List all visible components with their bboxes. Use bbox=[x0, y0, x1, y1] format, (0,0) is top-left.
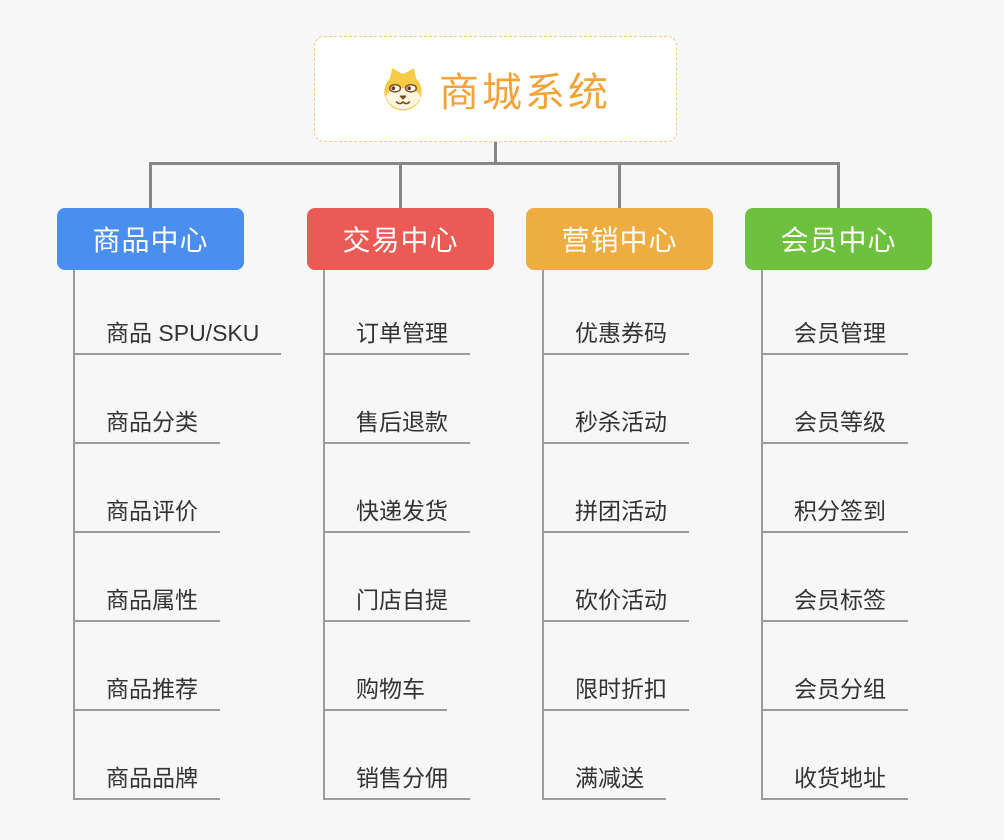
sub-topic-item[interactable]: 商品评价 bbox=[73, 491, 220, 533]
sub-topic-item[interactable]: 会员等级 bbox=[761, 402, 908, 444]
connector-drop-product bbox=[149, 162, 152, 208]
connector-drop-marketing bbox=[618, 162, 621, 208]
sub-topic-item[interactable]: 商品 SPU/SKU bbox=[73, 313, 282, 355]
branch-column-member-center: 会员中心 会员管理 会员等级 积分签到 会员标签 会员分组 收货地址 bbox=[745, 208, 1004, 808]
sub-topic-item[interactable]: 限时折扣 bbox=[542, 669, 689, 711]
branch-node-trade-center[interactable]: 交易中心 bbox=[307, 208, 494, 270]
branch-column-marketing-center: 营销中心 优惠券码 秒杀活动 拼团活动 砍价活动 限时折扣 满减送 bbox=[526, 208, 786, 808]
sub-topic-item[interactable]: 商品分类 bbox=[73, 402, 220, 444]
connector-root-stem bbox=[494, 142, 497, 165]
branch-spine bbox=[761, 270, 763, 800]
sub-topic-item[interactable]: 会员标签 bbox=[761, 580, 908, 622]
connector-horizontal-bus bbox=[149, 162, 840, 165]
branch-column-product-center: 商品中心 商品 SPU/SKU 商品分类 商品评价 商品属性 商品推荐 商品品牌 bbox=[57, 208, 317, 808]
sub-topic-item[interactable]: 砍价活动 bbox=[542, 580, 689, 622]
sub-topic-item[interactable]: 商品品牌 bbox=[73, 758, 220, 800]
sub-topic-item[interactable]: 订单管理 bbox=[323, 313, 470, 355]
sub-topic-item[interactable]: 售后退款 bbox=[323, 402, 470, 444]
sub-topic-item[interactable]: 秒杀活动 bbox=[542, 402, 689, 444]
sub-topic-item[interactable]: 销售分佣 bbox=[323, 758, 470, 800]
connector-drop-member bbox=[837, 162, 840, 208]
sub-topic-item[interactable]: 会员分组 bbox=[761, 669, 908, 711]
shiba-dog-icon bbox=[384, 68, 422, 111]
branch-node-member-center[interactable]: 会员中心 bbox=[745, 208, 932, 270]
sub-topic-item[interactable]: 拼团活动 bbox=[542, 491, 689, 533]
sub-topic-item[interactable]: 收货地址 bbox=[761, 758, 908, 800]
sub-topic-item[interactable]: 会员管理 bbox=[761, 313, 908, 355]
sub-topic-item[interactable]: 快递发货 bbox=[323, 491, 470, 533]
sub-topic-item[interactable]: 优惠券码 bbox=[542, 313, 689, 355]
sub-topic-item[interactable]: 积分签到 bbox=[761, 491, 908, 533]
branch-node-product-center[interactable]: 商品中心 bbox=[57, 208, 244, 270]
sub-topic-item[interactable]: 满减送 bbox=[542, 758, 666, 800]
sub-topic-item[interactable]: 购物车 bbox=[323, 669, 447, 711]
branch-spine bbox=[542, 270, 544, 800]
sub-topic-item[interactable]: 商品推荐 bbox=[73, 669, 220, 711]
branch-column-trade-center: 交易中心 订单管理 售后退款 快递发货 门店自提 购物车 销售分佣 bbox=[307, 208, 567, 808]
branch-node-marketing-center[interactable]: 营销中心 bbox=[526, 208, 713, 270]
branch-spine bbox=[323, 270, 325, 800]
sub-topic-item[interactable]: 商品属性 bbox=[73, 580, 220, 622]
connector-drop-trade bbox=[399, 162, 402, 208]
branch-spine bbox=[73, 270, 75, 800]
root-topic-label: 商城系统 bbox=[439, 71, 611, 115]
root-topic-node[interactable]: 商城系统 bbox=[314, 36, 677, 142]
sub-topic-item[interactable]: 门店自提 bbox=[323, 580, 470, 622]
